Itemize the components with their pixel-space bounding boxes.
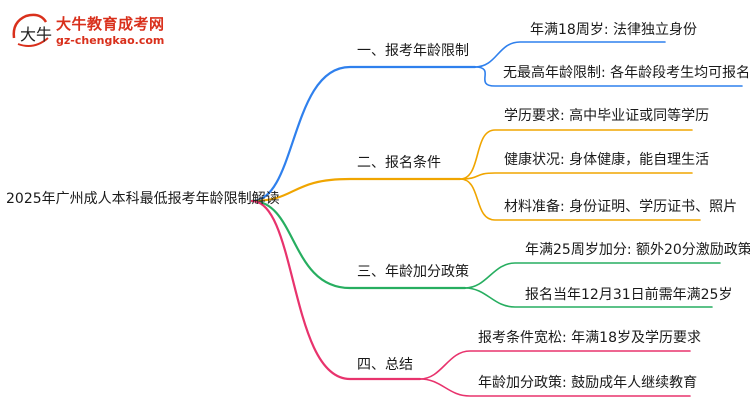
leaf-connector-2-2 bbox=[459, 172, 693, 180]
site-logo[interactable]: 大牛 大牛教育成考网 gz-chengkao.com bbox=[6, 8, 176, 56]
leaf-connector-2-1 bbox=[459, 129, 693, 180]
leaf-connector-1-1 bbox=[474, 41, 666, 68]
branch-connector-4 bbox=[250, 199, 422, 381]
branch-label-1: 一、报考年龄限制 bbox=[357, 43, 469, 59]
leaf-label-1-2: 无最高年龄限制: 各年龄段考生均可报名 bbox=[503, 65, 750, 81]
leaf-label-4-1: 报考条件宽松: 年满18岁及学历要求 bbox=[478, 330, 701, 346]
leaf-connector-4-1 bbox=[419, 350, 691, 380]
logo-mark-icon: 大牛 bbox=[12, 13, 52, 47]
leaf-label-2-2: 健康状况: 身体健康，能自理生活 bbox=[504, 152, 710, 168]
leaf-connector-4-2 bbox=[419, 378, 691, 397]
branch-label-3: 三、年龄加分政策 bbox=[357, 264, 469, 280]
leaf-label-4-2: 年龄加分政策: 鼓励成年人继续教育 bbox=[478, 375, 698, 391]
branch-connector-3 bbox=[250, 199, 467, 290]
branch-label-4: 四、总结 bbox=[357, 357, 413, 373]
logo-mark-text: 大牛 bbox=[20, 25, 52, 44]
root-topic: 2025年广州成人本科最低报考年龄限制解读 bbox=[6, 191, 280, 207]
leaf-label-2-1: 学历要求: 高中毕业证或同等学历 bbox=[504, 108, 710, 124]
branch-connector-1 bbox=[250, 65, 477, 203]
leaf-label-3-1: 年满25周岁加分: 额外20分激励政策 bbox=[525, 242, 750, 258]
leaf-label-1-1: 年满18周岁: 法律独立身份 bbox=[530, 22, 697, 38]
leaf-connector-1-2 bbox=[474, 66, 743, 87]
branch-connector-2 bbox=[250, 177, 462, 203]
logo-url: gz-chengkao.com bbox=[56, 34, 165, 47]
leaf-connector-2-3 bbox=[459, 178, 701, 221]
leaf-connector-3-2 bbox=[464, 287, 713, 308]
logo-title: 大牛教育成考网 bbox=[56, 15, 165, 33]
leaf-connector-3-1 bbox=[464, 262, 721, 289]
branch-label-2: 二、报名条件 bbox=[357, 155, 441, 171]
leaf-label-2-3: 材料准备: 身份证明、学历证书、照片 bbox=[504, 199, 738, 215]
leaf-label-3-2: 报名当年12月31日前需年满25岁 bbox=[525, 287, 733, 303]
